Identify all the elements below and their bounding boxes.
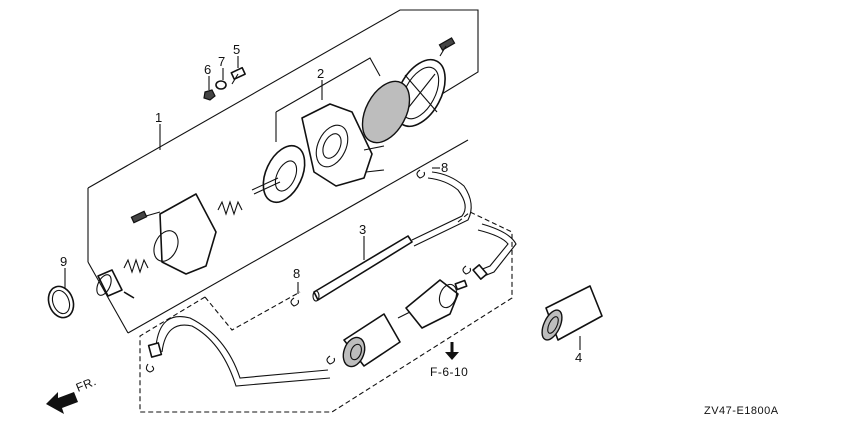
pump-body [301,103,385,187]
front-direction-label: FR. [74,374,99,395]
callout-6: 6 [204,62,211,77]
callout-2: 2 [317,66,324,81]
front-arrow-icon [46,392,78,414]
clip-upper [416,169,426,179]
callout-1: 1 [155,110,162,125]
callout-8-lower: 8 [293,266,300,281]
spring-lower [123,258,149,274]
leader-lines [64,56,581,350]
insulator-sleeve [541,285,603,341]
clip-filter [462,265,472,275]
callout-3: 3 [359,222,366,237]
gasket [361,80,411,144]
callout-5: 5 [233,42,240,57]
o-ring [47,285,75,319]
spring-upper [217,200,243,216]
fuel-hose-lower [145,316,336,387]
callout-9: 9 [60,254,67,269]
fuel-filter [397,279,468,329]
assembly-1-outline [87,9,479,334]
fuel-line-outline [139,211,513,413]
callout-8-upper: 8 [441,160,448,175]
washer-7 [215,80,227,90]
callout-7: 7 [218,54,225,69]
fuel-hose-upper [411,171,472,247]
fuel-pump-unit [342,313,401,368]
sleeve [96,269,123,297]
reference-label: F-6-10 [430,365,468,379]
fuel-hose-right [472,223,517,280]
diagram-code: ZV47-E1800A [704,405,779,417]
pin [123,291,135,299]
rod-3 [312,235,413,302]
pump-housing [130,193,217,275]
callout-4: 4 [575,350,582,365]
clip-lower [290,297,300,307]
diaphragm [251,144,306,204]
bolt-5 [230,66,246,85]
assembly-2-outline [275,57,381,142]
nut-6 [203,89,216,101]
reference-arrow-icon [445,342,459,360]
